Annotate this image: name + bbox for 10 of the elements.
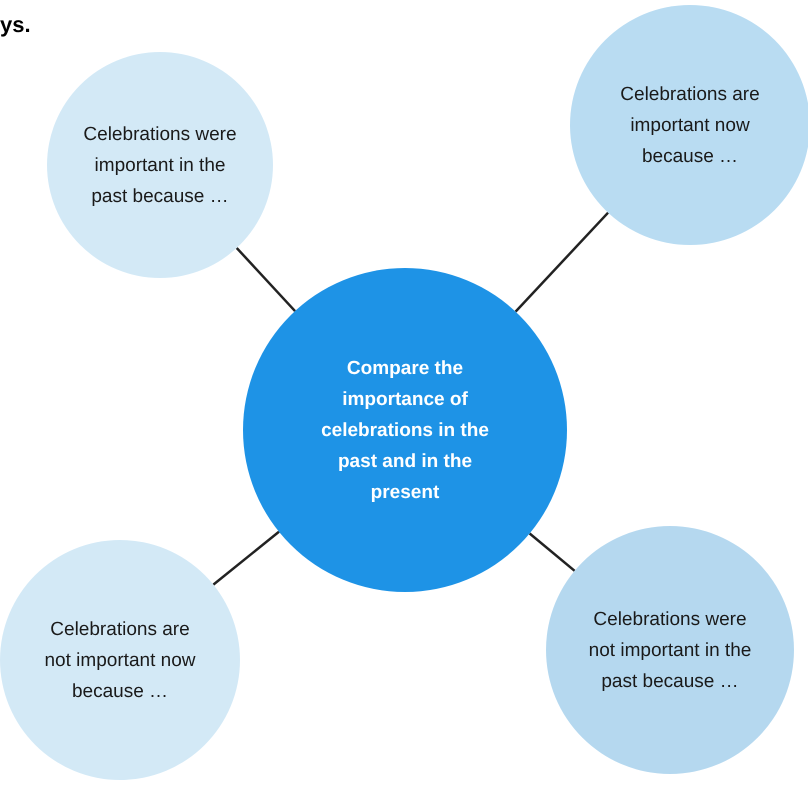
connector-line — [528, 532, 576, 572]
node-text: Celebrations were important in the past because … — [82, 122, 238, 208]
node-text: Celebrations are important now because … — [619, 82, 761, 168]
connector-line — [514, 212, 609, 312]
node-text: Celebrations are not important now because … — [43, 618, 197, 704]
node-text: Celebrations were not important in the past because … — [588, 608, 752, 694]
connector-line — [236, 247, 296, 312]
heading-text: ys. — [0, 14, 31, 36]
node-text: Compare the importance of celebrations in the past and in the present — [320, 356, 490, 504]
connector-line — [212, 530, 280, 586]
